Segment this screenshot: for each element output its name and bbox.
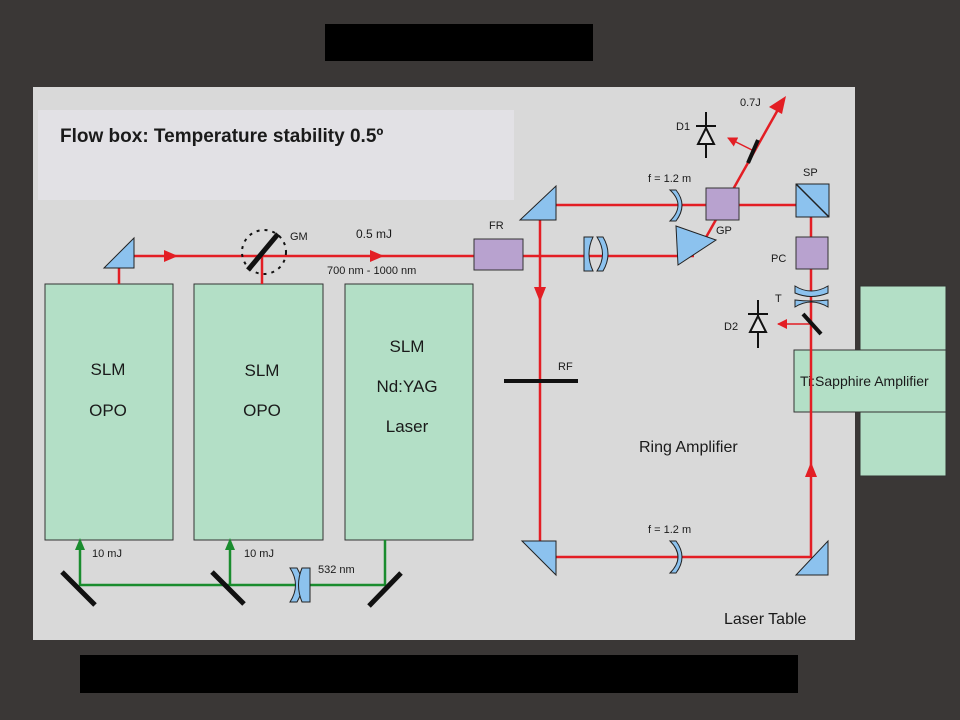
opo-module-1-line2: OPO [89, 401, 127, 420]
prism-ring-bottom-left [520, 540, 557, 577]
opo-module-2-line2: OPO [243, 401, 281, 420]
seed-arrow-1 [164, 250, 178, 262]
d2-photodiode-icon [748, 300, 768, 348]
ndyag-laser-module [344, 283, 474, 541]
pump-beam-532 [78, 540, 387, 587]
opo-module-2 [193, 283, 324, 541]
gp-prism [675, 225, 718, 266]
ti-sapphire-amplifier-front [793, 349, 947, 413]
focusing-lens-top [668, 189, 683, 222]
ring-amplifier-label: Ring Amplifier [639, 439, 738, 456]
title-bar-redacted [325, 24, 593, 61]
turning-prisms [102, 184, 829, 577]
d1-photodiode-icon [696, 112, 716, 158]
prism-input [102, 236, 135, 269]
galvo-mirror [246, 232, 280, 272]
d2-label: D2 [724, 321, 738, 333]
flow-box [38, 110, 514, 200]
gp-label: GP [716, 225, 732, 237]
seed-energy-label: 0.5 mJ [356, 227, 392, 241]
pump-energy-label-1: 10 mJ [92, 548, 122, 560]
pump-arrow-2 [225, 538, 235, 550]
laser-table-label: Laser Table [724, 611, 807, 628]
opo-module-1 [44, 283, 174, 541]
footer-bar-redacted [80, 655, 798, 693]
focal-label-bottom: f = 1.2 m [648, 524, 691, 536]
opo-module-2-line1: SLM [245, 361, 280, 380]
pump-mirror-3 [367, 571, 403, 608]
pump-arrow-1 [75, 538, 85, 550]
fr-label: FR [489, 220, 504, 232]
pickoff-beam [727, 137, 753, 151]
t-label: T [775, 293, 782, 305]
seed-wavelength-label: 700 nm - 1000 nm [327, 265, 416, 277]
prism-ring-bottom-right [794, 539, 829, 576]
waveplate-top [705, 187, 740, 221]
focal-label-top: f = 1.2 m [648, 173, 691, 185]
ndyag-module-line3: Laser [386, 417, 429, 436]
ring-arrow-down [534, 287, 546, 302]
ring-arrow-up [805, 462, 817, 477]
pump-mirror-2 [210, 570, 246, 606]
seed-telescope-lens [583, 236, 609, 272]
d1-label: D1 [676, 121, 690, 133]
pockels-cell [795, 236, 829, 270]
focusing-lens-bottom [668, 540, 683, 574]
t-mirror [801, 312, 823, 336]
output-beam [698, 105, 782, 249]
pump-telescope-lens [289, 567, 311, 603]
pump-energy-label-2: 10 mJ [244, 548, 274, 560]
rf-label: RF [558, 361, 573, 373]
faraday-rotator [473, 238, 524, 271]
ndyag-module-line2: Nd:YAG [376, 377, 437, 396]
prism-ring-top-left [518, 184, 557, 221]
pc-label: PC [771, 253, 786, 265]
sp-label: SP [803, 167, 818, 179]
opo-module-1-line1: SLM [91, 360, 126, 379]
ring-telescope-lens [794, 285, 829, 308]
sp-polarizer-cube [795, 183, 830, 218]
gm-label: GM [290, 231, 308, 243]
output-arrow [769, 96, 786, 114]
ndyag-module-line1: SLM [390, 337, 425, 356]
galvo-mirror-circle [241, 229, 287, 275]
pump-mirror-1 [60, 570, 97, 607]
flow-box-label: Flow box: Temperature stability 0.5º [60, 126, 383, 147]
seed-arrow-2 [370, 250, 384, 262]
ti-sapphire-amplifier-label: Ti:Sapphire Amplifier [800, 373, 929, 389]
output-pickoff-mirror [746, 139, 760, 164]
output-energy-label: 0.7J [740, 97, 761, 109]
pump-wavelength-label: 532 nm [318, 564, 355, 576]
